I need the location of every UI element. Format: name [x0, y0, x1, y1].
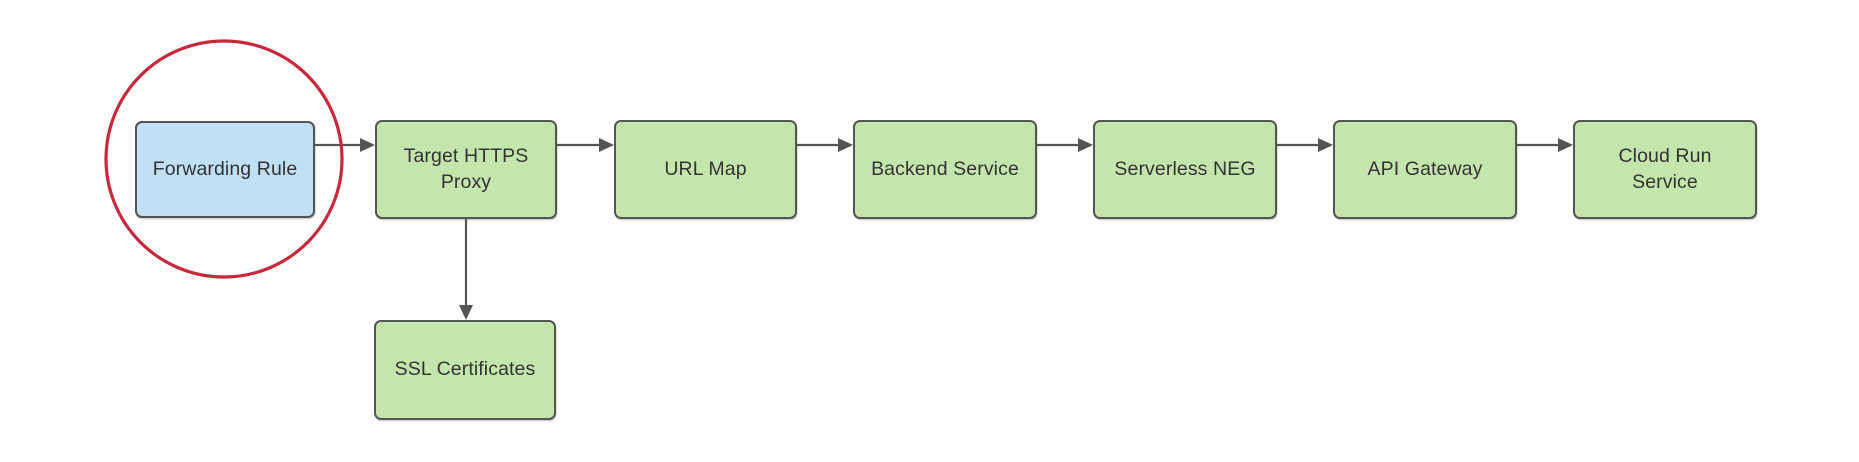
node-label: SSL Certificates [394, 358, 536, 381]
node-cloud-run-service[interactable]: Cloud Run Service [1573, 120, 1757, 219]
node-target-https-proxy[interactable]: Target HTTPS Proxy [375, 120, 557, 219]
node-backend-service[interactable]: Backend Service [853, 120, 1037, 219]
node-label: Serverless NEG [1114, 157, 1256, 180]
node-label: Target HTTPS Proxy [403, 144, 529, 193]
edge-target-https-proxy-to-url-map [557, 138, 614, 152]
edge-serverless-neg-to-api-gateway [1277, 138, 1333, 152]
node-label: Cloud Run Service [1618, 144, 1712, 193]
node-serverless-neg[interactable]: Serverless NEG [1093, 120, 1277, 219]
node-url-map[interactable]: URL Map [614, 120, 797, 219]
node-label: Forwarding Rule [152, 157, 298, 180]
node-forwarding-rule[interactable]: Forwarding Rule [135, 121, 315, 218]
node-label: API Gateway [1367, 157, 1483, 180]
edge-forwarding-rule-to-target-https-proxy [315, 138, 375, 152]
node-label: URL Map [664, 157, 747, 180]
edge-api-gateway-to-cloud-run-service [1517, 138, 1573, 152]
node-label: Backend Service [871, 157, 1019, 180]
edge-url-map-to-backend-service [797, 138, 853, 152]
edge-target-https-proxy-to-ssl-certificates [459, 219, 473, 320]
edge-backend-service-to-serverless-neg [1037, 138, 1093, 152]
node-ssl-certificates[interactable]: SSL Certificates [374, 320, 556, 420]
node-api-gateway[interactable]: API Gateway [1333, 120, 1517, 219]
